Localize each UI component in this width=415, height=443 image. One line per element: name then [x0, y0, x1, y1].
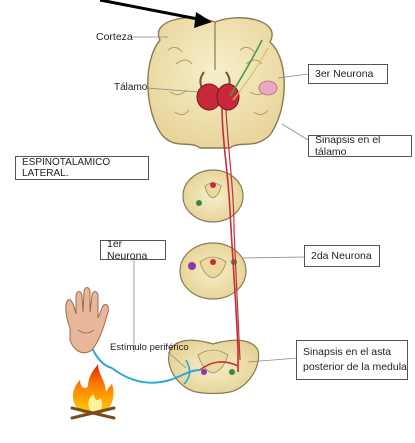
label-corteza: Corteza [96, 32, 133, 43]
label-sinapsis-talamo: Sinapsis en el tálamo [308, 135, 412, 157]
diagram-title: ESPINOTALAMICO LATERAL. [15, 156, 149, 180]
label-primer-neurona: 1er Neurona [100, 240, 166, 260]
hand-icon [66, 288, 109, 353]
label-sinapsis-asta-line1: Sinapsis en el asta [303, 345, 391, 360]
label-estimulo: Estímulo periférico [110, 343, 189, 353]
arrow-pointer-icon [100, 0, 212, 28]
label-tercer-neurona: 3er Neurona [308, 64, 388, 84]
label-sinapsis-asta: Sinapsis en el asta posterior de la medu… [296, 340, 408, 380]
label-segunda-neurona: 2da Neurona [304, 245, 380, 267]
label-talamo: Tálamo [114, 83, 147, 93]
fire-icon [72, 364, 114, 418]
brain-section [148, 18, 284, 148]
label-sinapsis-asta-line2: posterior de la medula [303, 360, 407, 375]
